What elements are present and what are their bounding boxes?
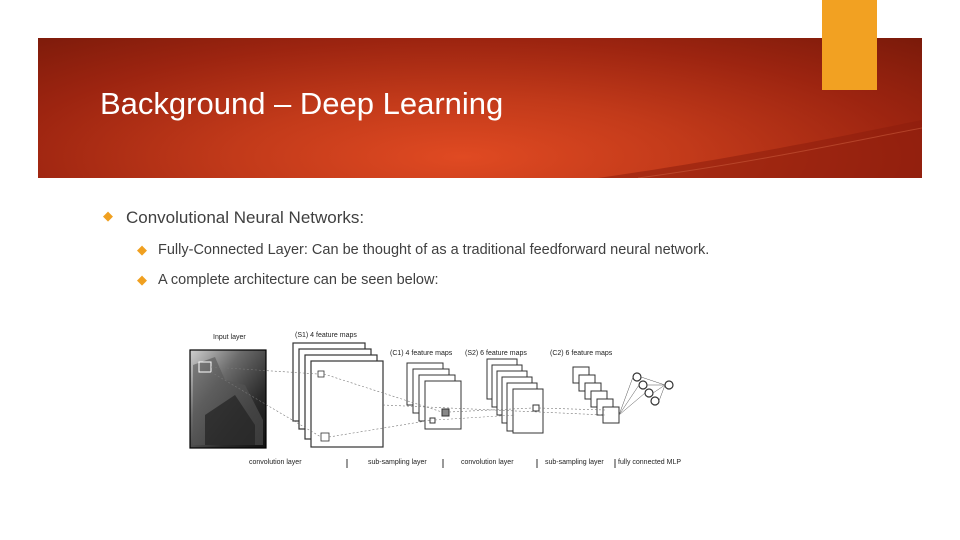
- cnn-architecture-diagram: Input layer (S1) 4 feature maps (C1) 4 f…: [189, 332, 681, 468]
- accent-tab: [822, 0, 877, 90]
- label-s1: (S1) 4 feature maps: [295, 332, 357, 339]
- label-c1: (C1) 4 feature maps: [390, 350, 453, 357]
- label-s2: (S2) 6 feature maps: [465, 350, 527, 357]
- label-sub1: sub-sampling layer: [368, 459, 427, 466]
- label-mlp: fully connected MLP: [618, 459, 681, 466]
- input-image: [189, 349, 267, 449]
- bullet-text-architecture: A complete architecture can be seen belo…: [158, 272, 439, 288]
- s1-feature-maps: [292, 342, 384, 448]
- label-conv2: convolution layer: [461, 459, 514, 466]
- c1-feature-maps: [406, 362, 462, 430]
- mlp-connections: [618, 376, 666, 416]
- bullet-text-cnn: Convolutional Neural Networks:: [126, 208, 365, 227]
- banner-curve-decoration: [598, 120, 922, 178]
- label-conv1: convolution layer: [249, 459, 302, 466]
- title-banner: [38, 38, 922, 178]
- slide-title: Background – Deep Learning: [100, 86, 504, 121]
- diamond-bullet-icon: ◆: [103, 208, 113, 223]
- label-sub2: sub-sampling layer: [545, 459, 604, 466]
- layer-separators: [346, 459, 616, 468]
- diamond-bullet-icon: ◆: [137, 242, 147, 257]
- projection-lines: [210, 366, 606, 438]
- label-input-layer: Input layer: [213, 334, 246, 341]
- label-c2: (C2) 6 feature maps: [550, 350, 613, 357]
- mlp-nodes: [632, 372, 674, 406]
- s2-feature-maps: [486, 358, 544, 434]
- diamond-bullet-icon: ◆: [137, 272, 147, 287]
- bullet-text-fully-connected: Fully-Connected Layer: Can be thought of…: [158, 242, 710, 258]
- c2-feature-maps: [572, 366, 620, 424]
